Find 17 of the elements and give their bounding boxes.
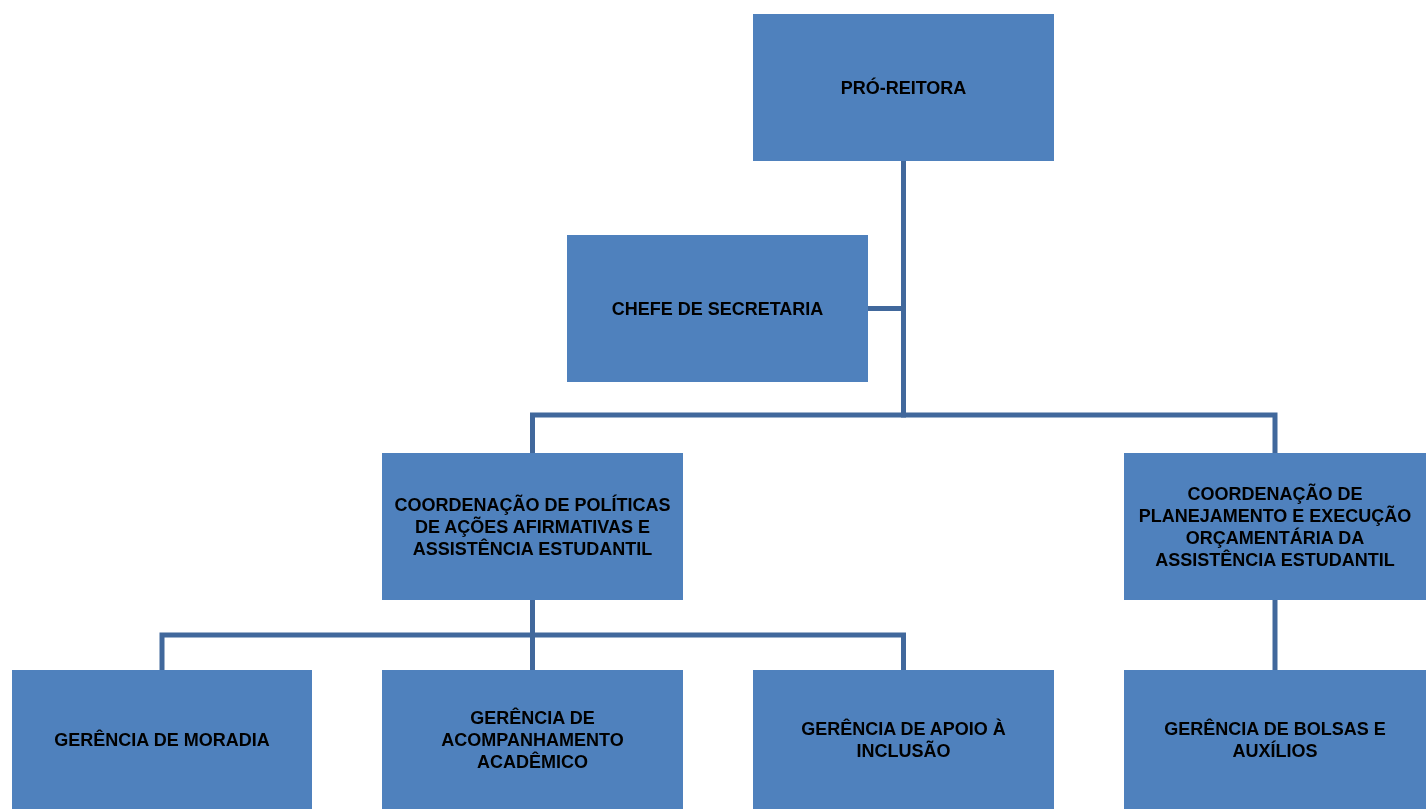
unit-title: GERÊNCIA DE ACOMPANHAMENTO ACADÊMICO	[440, 706, 625, 773]
unit-title: GERÊNCIA DE MORADIA	[54, 728, 270, 751]
connector-line	[1272, 600, 1278, 670]
unit-title: GERÊNCIA DE BOLSAS E AUXÍLIOS	[1163, 717, 1387, 762]
org-unit-box	[567, 235, 868, 382]
org-unit-box	[1124, 453, 1426, 600]
org-unit-box	[1124, 670, 1426, 809]
unit-title: GERÊNCIA DE APOIO À INCLUSÃO	[800, 717, 1007, 762]
unit-title: CHEFE DE SECRETARIA	[611, 297, 824, 320]
unit-title: COORDENAÇÃO DE PLANEJAMENTO E EXECUÇÃO ORÇAMENTÁRIA DA ASSISTÊNCIA ESTUDANTIL	[1137, 482, 1413, 571]
unit-title: COORDENAÇÃO DE POLÍTICAS DE AÇÕES AFIRMATIVAS E ASSISTÊNCIA ESTUDANTIL	[393, 493, 672, 560]
org-unit-box	[753, 14, 1054, 161]
org-unit-box	[753, 670, 1054, 809]
org-unit-box	[12, 670, 312, 809]
org-unit-box	[382, 670, 683, 809]
unit-title: PRÓ-REITORA	[840, 76, 967, 99]
org-unit-box	[382, 453, 683, 600]
